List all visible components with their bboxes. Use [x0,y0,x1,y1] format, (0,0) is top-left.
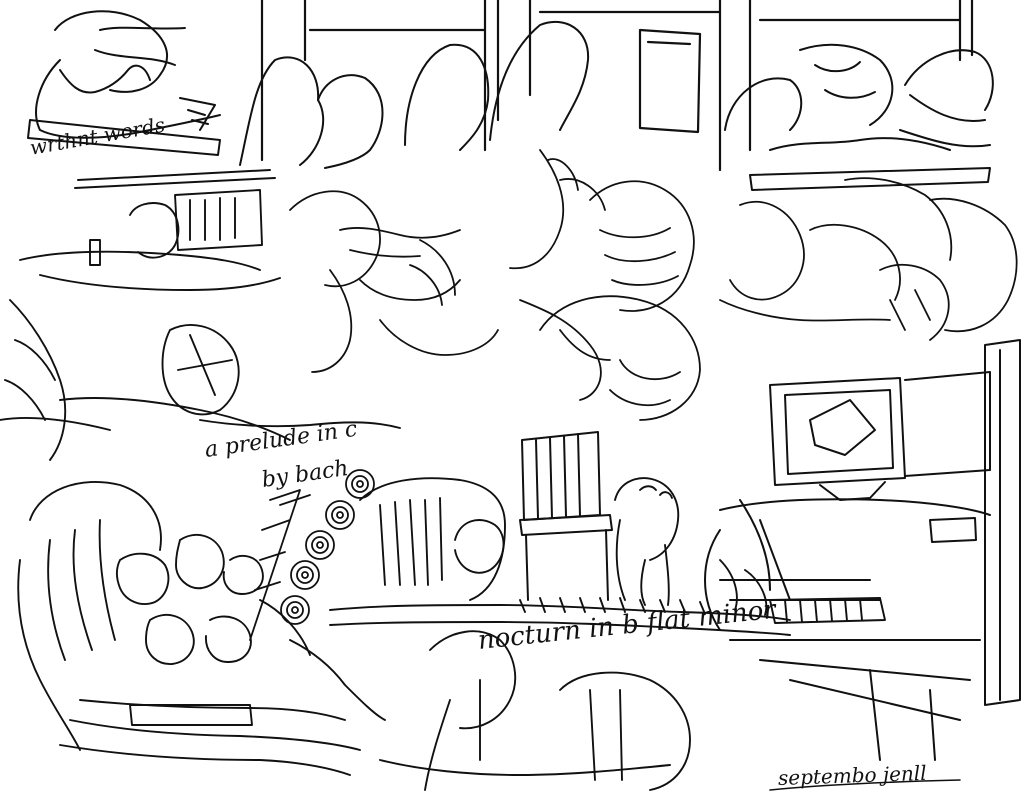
wooden-chair [519,431,613,601]
plant-and-crowd-scribbles [289,149,1018,421]
right-keyboard-player [719,559,886,624]
spiral-column [249,469,375,641]
lower-left-figure [17,481,386,776]
top-left-figure [27,10,276,189]
signature-flourish [769,779,961,791]
computer-monitor-desk [704,339,1021,761]
background-heads [239,20,994,169]
small-dog [614,477,680,606]
left-middle-figures [0,189,401,461]
artist-signature: septembo jenll [777,760,927,790]
center-figure-keyboard [329,477,791,791]
top-right-figure [749,43,991,191]
